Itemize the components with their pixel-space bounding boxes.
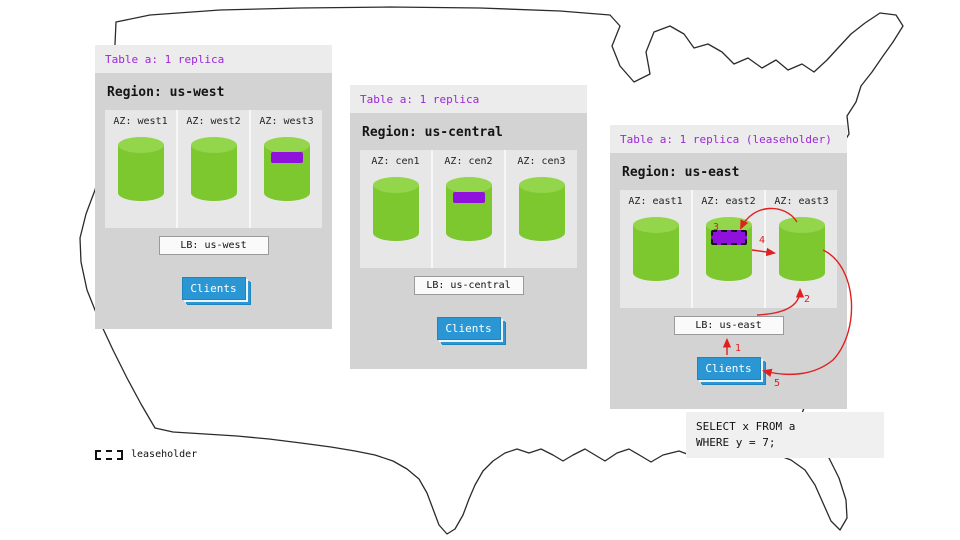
- leaseholder-band: [710, 230, 747, 245]
- database-cylinder: [190, 137, 237, 201]
- load-balancer-us-east: LB: us-east: [673, 316, 784, 335]
- az-column-east2: AZ: east2: [693, 190, 766, 308]
- leaseholder-legend: leaseholder: [95, 449, 197, 460]
- az-column-cen3: AZ: cen3: [506, 150, 577, 268]
- load-balancer-us-central: LB: us-central: [413, 276, 524, 295]
- leaseholder-swatch-icon: [95, 449, 123, 460]
- database-cylinder: [518, 177, 565, 241]
- az-label: AZ: east3: [774, 196, 829, 207]
- table-replica-label: Table a: 1 replica: [105, 52, 225, 66]
- cylinder-bottom: [117, 185, 164, 201]
- az-label: AZ: west3: [259, 116, 314, 127]
- cylinder-top: [372, 177, 419, 193]
- sql-query-line: SELECT x FROM a: [696, 420, 796, 433]
- replica-band: [452, 192, 485, 203]
- cylinder-bottom: [705, 265, 752, 281]
- cylinder-bottom: [632, 265, 679, 281]
- region-card-us-east: Table a: 1 replica (leaseholder) Region:…: [610, 125, 847, 409]
- cylinder-top: [518, 177, 565, 193]
- az-panel: AZ: west1 AZ: west2 AZ: west3: [105, 110, 322, 228]
- table-replica-label: Table a: 1 replica (leaseholder): [620, 132, 832, 146]
- clients-node-us-central: Clients: [436, 317, 501, 340]
- database-cylinder: [117, 137, 164, 201]
- region-body: Region: us-central AZ: cen1 AZ: cen2: [350, 113, 587, 340]
- az-label: AZ: cen1: [371, 156, 420, 167]
- cylinder-bottom: [778, 265, 825, 281]
- cylinder-bottom: [190, 185, 237, 201]
- cylinder-top: [190, 137, 237, 153]
- az-panel: AZ: east1 AZ: east2 AZ: east3: [620, 190, 837, 308]
- cylinder-top: [705, 217, 752, 233]
- cylinder-top: [778, 217, 825, 233]
- cylinder-top: [445, 177, 492, 193]
- az-label: AZ: west2: [186, 116, 241, 127]
- cylinder-top: [117, 137, 164, 153]
- az-label: AZ: cen3: [517, 156, 566, 167]
- table-replica-header: Table a: 1 replica: [350, 85, 587, 113]
- az-label: AZ: east2: [701, 196, 756, 207]
- region-title: Region: us-central: [362, 125, 503, 140]
- az-column-cen1: AZ: cen1: [360, 150, 433, 268]
- region-card-us-west: Table a: 1 replica Region: us-west AZ: w…: [95, 45, 332, 329]
- table-replica-label: Table a: 1 replica: [360, 92, 480, 106]
- cylinder-bottom: [372, 225, 419, 241]
- table-replica-header: Table a: 1 replica (leaseholder): [610, 125, 847, 153]
- cylinder-bottom: [445, 225, 492, 241]
- az-column-east1: AZ: east1: [620, 190, 693, 308]
- az-label: AZ: west1: [113, 116, 168, 127]
- az-column-east3: AZ: east3: [766, 190, 837, 308]
- cylinder-bottom: [263, 185, 310, 201]
- database-cylinder: [778, 217, 825, 281]
- az-column-west1: AZ: west1: [105, 110, 178, 228]
- sql-query-line: WHERE y = 7;: [696, 436, 776, 449]
- table-replica-header: Table a: 1 replica: [95, 45, 332, 73]
- region-body: Region: us-east AZ: east1 AZ: east2: [610, 153, 847, 380]
- database-cylinder: [372, 177, 419, 241]
- clients-node-us-east: Clients: [696, 357, 761, 380]
- az-label: AZ: east1: [628, 196, 683, 207]
- sql-query-box: SELECT x FROM a WHERE y = 7;: [686, 412, 884, 458]
- cylinder-top: [632, 217, 679, 233]
- region-card-us-central: Table a: 1 replica Region: us-central AZ…: [350, 85, 587, 369]
- az-label: AZ: cen2: [444, 156, 493, 167]
- region-body: Region: us-west AZ: west1 AZ: west2: [95, 73, 332, 300]
- region-title: Region: us-east: [622, 165, 740, 180]
- replica-band: [270, 152, 303, 163]
- database-cylinder: [705, 217, 752, 281]
- az-column-west3: AZ: west3: [251, 110, 322, 228]
- database-cylinder: [445, 177, 492, 241]
- region-title: Region: us-west: [107, 85, 225, 100]
- database-cylinder: [263, 137, 310, 201]
- legend-label: leaseholder: [131, 449, 198, 460]
- az-column-west2: AZ: west2: [178, 110, 251, 228]
- az-column-cen2: AZ: cen2: [433, 150, 506, 268]
- database-cylinder: [632, 217, 679, 281]
- cylinder-bottom: [518, 225, 565, 241]
- clients-node-us-west: Clients: [181, 277, 246, 300]
- az-panel: AZ: cen1 AZ: cen2 AZ: cen3: [360, 150, 577, 268]
- cylinder-top: [263, 137, 310, 153]
- load-balancer-us-west: LB: us-west: [158, 236, 269, 255]
